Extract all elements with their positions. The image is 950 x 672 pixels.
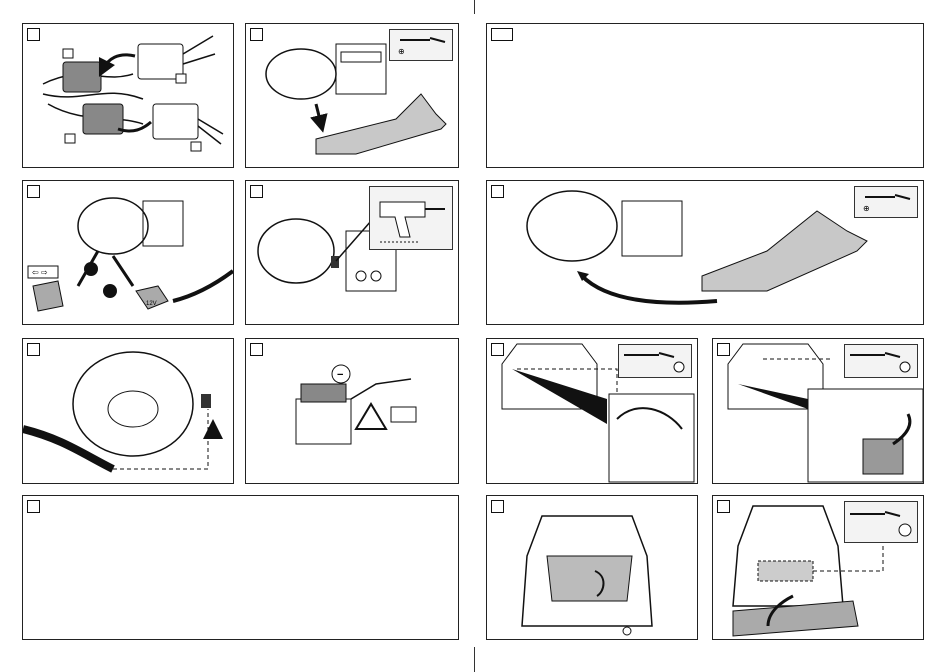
- trunk-floor-illustration: [487, 496, 698, 640]
- relay-icon: [33, 281, 63, 311]
- panel-trunk-panel: [712, 338, 924, 484]
- screwdriver-icon: ⊕: [854, 186, 918, 218]
- panel-text-area-top: [486, 23, 924, 168]
- wiring-route-illustration: [23, 339, 234, 484]
- panel-wiring-route: [22, 338, 234, 484]
- push-clip-icon: [618, 344, 692, 378]
- panel-trunk-floor-removed: [712, 495, 924, 640]
- battery-illustration: −: [246, 339, 459, 484]
- connector-illustration: [23, 24, 234, 168]
- svg-text:⊕: ⊕: [398, 47, 405, 56]
- push-clip-icon: [844, 501, 918, 543]
- panel-drill: [245, 180, 459, 325]
- push-clip-icon: [844, 344, 918, 378]
- relay-illustration: ⇦ ⇨ 12V: [23, 181, 234, 325]
- panel-connectors: [22, 23, 234, 168]
- warning-triangle-icon: [356, 404, 386, 429]
- step-number: [491, 28, 513, 41]
- center-divider-bottom: [474, 647, 475, 672]
- panel-dash-cover: ⊕: [245, 23, 459, 168]
- panel-dash-cover-refit: ⊕: [486, 180, 924, 325]
- step-number: [27, 500, 40, 513]
- svg-text:⊕: ⊕: [863, 204, 870, 213]
- panel-text-area-bottom: [22, 495, 459, 640]
- svg-text:12V: 12V: [146, 301, 157, 307]
- panel-trunk-trim: [486, 338, 698, 484]
- panel-trunk-floor: [486, 495, 698, 640]
- center-divider-top: [474, 0, 475, 14]
- drill-icon: [369, 186, 453, 250]
- connector-icon: [63, 62, 101, 92]
- svg-text:⇦ ⇨: ⇦ ⇨: [32, 268, 48, 277]
- arrow-icon: [582, 276, 717, 303]
- panel-battery: −: [245, 338, 459, 484]
- screwdriver-icon: ⊕: [389, 29, 453, 61]
- battery-icon: [296, 399, 351, 444]
- panel-relay: ⇦ ⇨ 12V: [22, 180, 234, 325]
- svg-text:−: −: [337, 369, 343, 381]
